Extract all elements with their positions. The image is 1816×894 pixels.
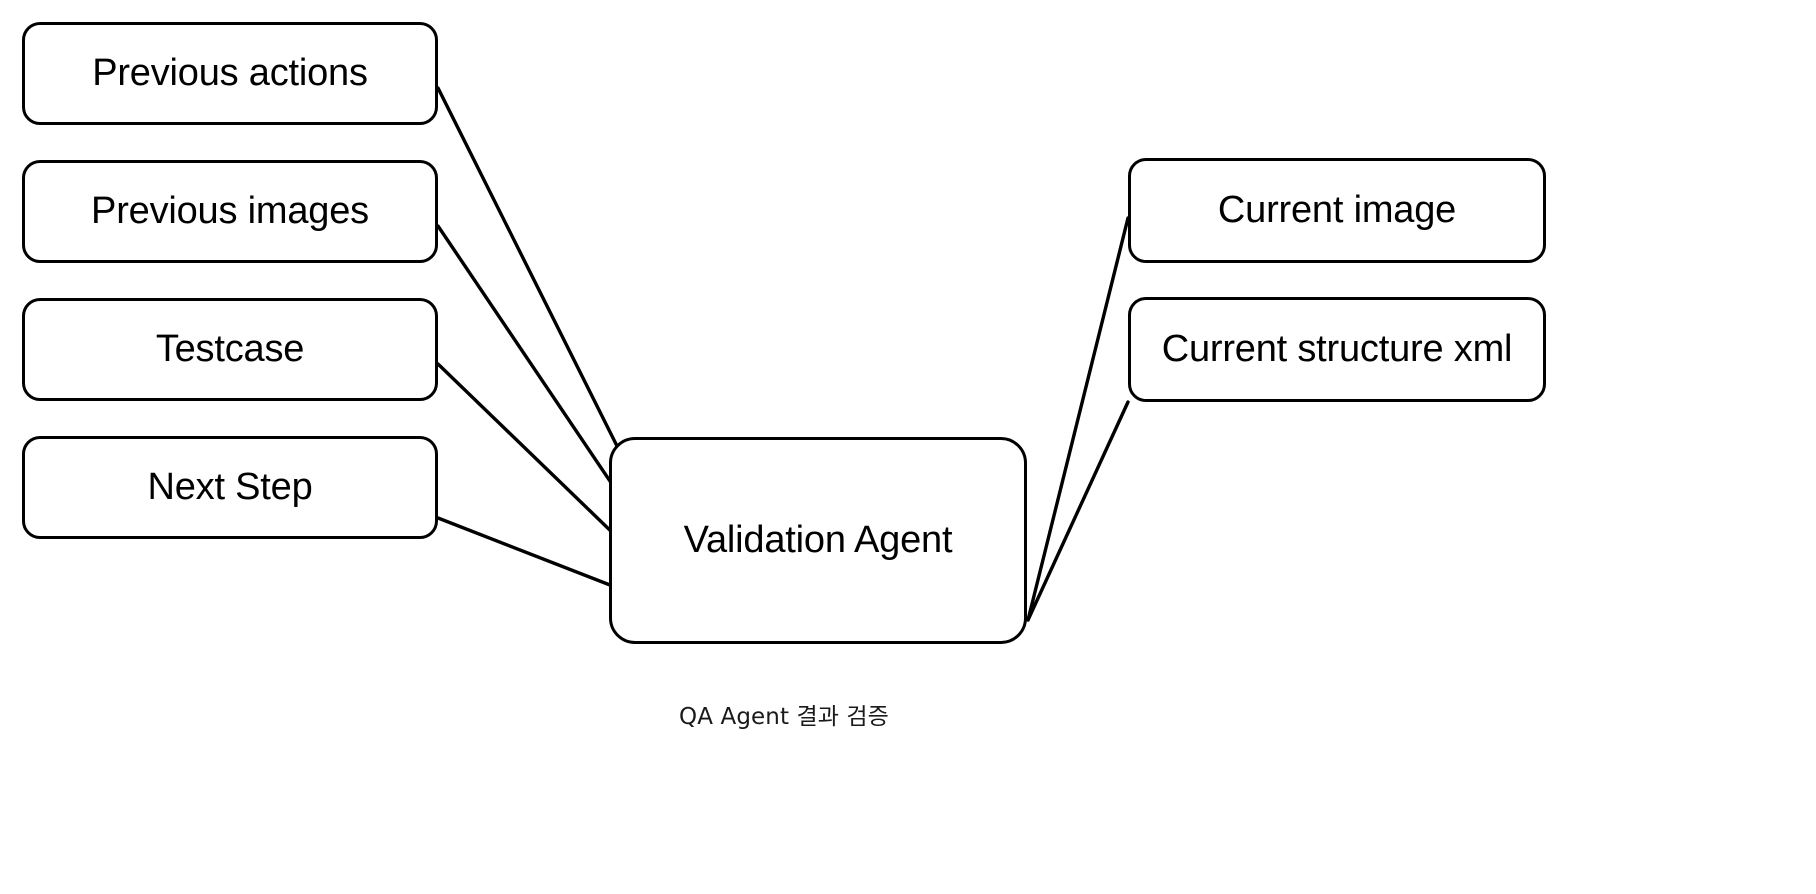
edge-current-structure-xml-to-validation-agent <box>1026 400 1130 622</box>
node-current-image-label: Current image <box>1217 188 1457 231</box>
node-next-step-label: Next Step <box>147 465 313 508</box>
node-validation-agent-label: Validation Agent <box>683 518 953 561</box>
node-previous-actions-label: Previous actions <box>92 51 368 94</box>
edge-current-image-to-validation-agent <box>1026 216 1130 622</box>
node-next-step[interactable]: Next Step <box>22 436 438 539</box>
node-previous-images-label: Previous images <box>91 189 369 232</box>
node-previous-images[interactable]: Previous images <box>22 160 438 263</box>
node-current-image[interactable]: Current image <box>1128 158 1546 263</box>
diagram-caption: QA Agent 결과 검증 <box>679 704 889 730</box>
node-current-structure-xml[interactable]: Current structure xml <box>1128 297 1546 402</box>
node-testcase-label: Testcase <box>155 327 305 370</box>
node-previous-actions[interactable]: Previous actions <box>22 22 438 125</box>
node-current-structure-xml-label: Current structure xml <box>1161 327 1513 370</box>
node-validation-agent[interactable]: Validation Agent <box>609 437 1027 644</box>
node-testcase[interactable]: Testcase <box>22 298 438 401</box>
